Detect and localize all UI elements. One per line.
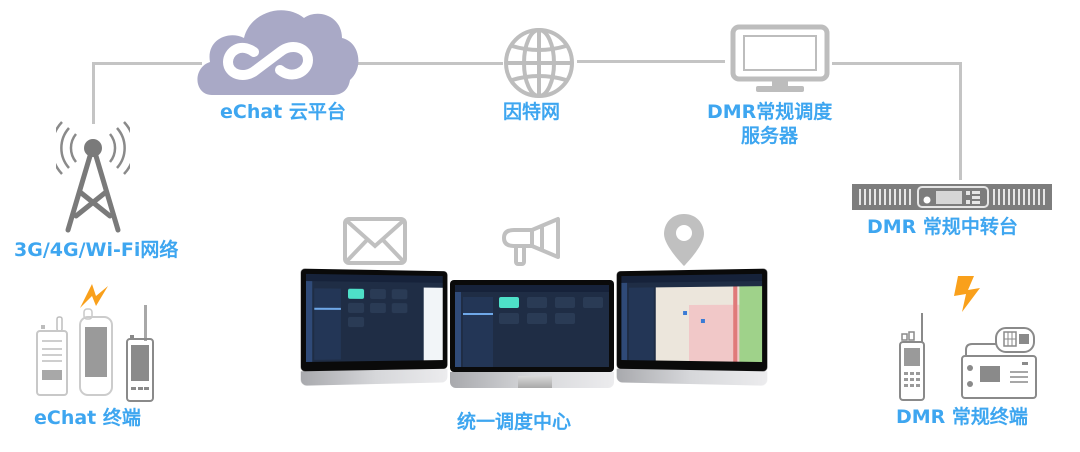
mail-icon — [342, 216, 408, 266]
rack-repeater-icon — [852, 184, 1052, 210]
megaphone-icon — [500, 216, 562, 268]
right-lightning — [952, 274, 982, 314]
connector-tower-cloud-horizontal — [92, 62, 202, 65]
connector-server-repeater-horizontal — [832, 62, 962, 65]
dmr-terminals-node — [896, 310, 1042, 402]
left-monitor-chin — [301, 369, 448, 386]
cloud-infinity-icon — [192, 0, 362, 98]
connector-server-repeater-vertical — [959, 62, 962, 180]
dmr-server-label-line2: 服务器 — [741, 124, 798, 148]
connector-cloud-internet — [358, 62, 503, 65]
dmr-server-node — [730, 24, 830, 92]
echat-terminals-label: eChat 终端 — [34, 406, 141, 430]
dmr-terminals-label: DMR 常规终端 — [896, 405, 1028, 429]
location-pin-icon — [662, 212, 706, 268]
internet-node — [502, 26, 576, 100]
mail-feature — [342, 216, 408, 266]
left-monitor-screen — [306, 274, 443, 362]
dmr-server-label-line1: DMR常规调度 — [707, 100, 832, 124]
handheld-devices-icon — [34, 305, 162, 405]
dispatch-center-monitors — [300, 268, 770, 388]
location-feature — [662, 212, 706, 268]
lightning-icon — [952, 274, 982, 314]
dispatch-center-label: 统一调度中心 — [457, 410, 571, 434]
cell-tower-icon — [56, 112, 130, 234]
right-monitor-chin — [617, 369, 768, 386]
tower-label: 3G/4G/Wi-Fi网络 — [14, 238, 178, 262]
repeater-label: DMR 常规中转台 — [867, 215, 1018, 239]
echat-terminals-node — [34, 305, 162, 405]
left-monitor — [301, 269, 448, 372]
center-monitor-screen — [455, 285, 609, 367]
megaphone-feature — [500, 216, 562, 268]
cloud-label: eChat 云平台 — [220, 100, 346, 124]
connector-internet-server — [577, 60, 725, 63]
right-monitor — [617, 269, 768, 372]
globe-icon — [502, 26, 576, 100]
monitor-icon — [730, 24, 830, 92]
internet-label: 因特网 — [503, 100, 560, 124]
cloud-node — [192, 0, 362, 98]
right-monitor-screen — [621, 274, 762, 362]
tower-node — [56, 112, 130, 234]
radio-terminals-icon — [896, 310, 1042, 402]
center-monitor — [450, 280, 614, 372]
monitor-stand — [518, 376, 552, 388]
repeater-node — [852, 184, 1052, 210]
